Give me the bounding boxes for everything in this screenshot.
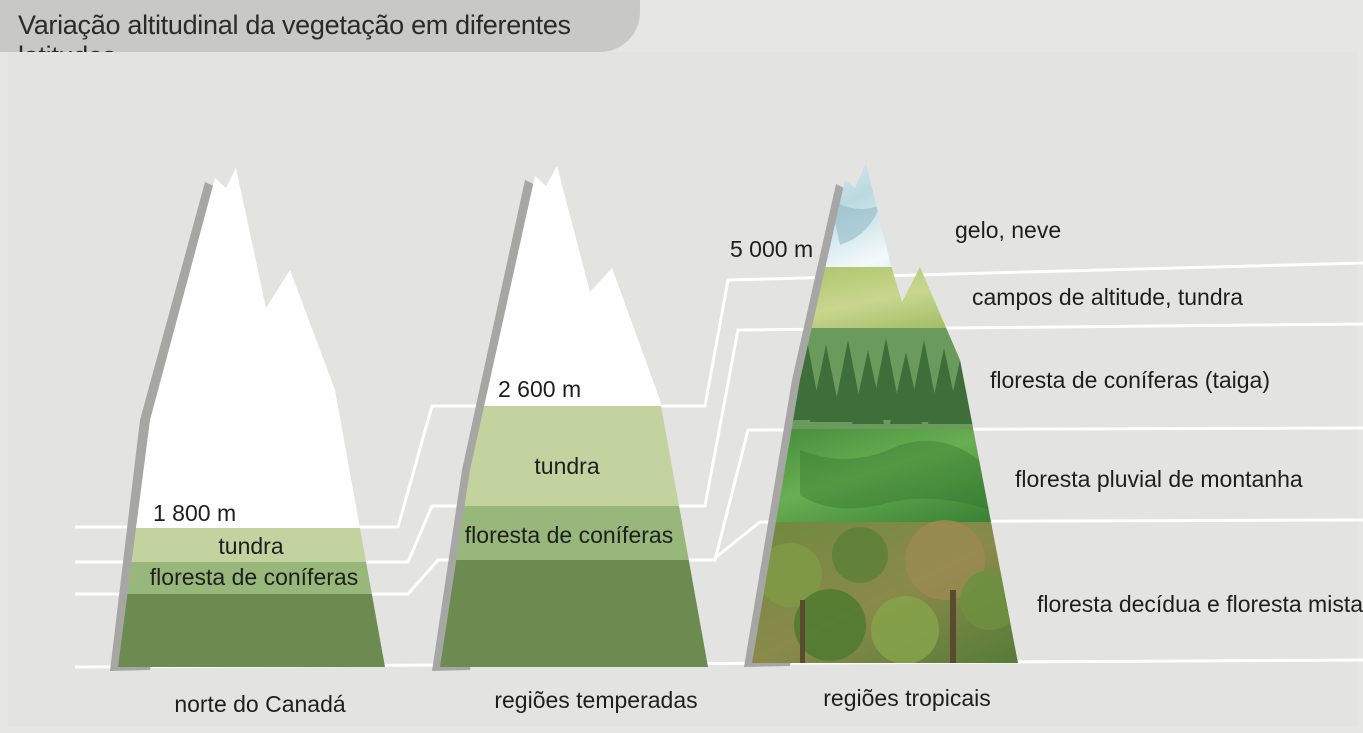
zone-label-montane-rainforest: floresta pluvial de montanha: [1015, 466, 1303, 492]
zone-label-ice-snow: gelo, neve: [955, 217, 1061, 243]
mountain-north-canada: [110, 168, 385, 671]
diagram-title: Variação altitudinal da vegetação em dif…: [18, 10, 571, 71]
mountain-caption-tropical: regiões tropicais: [823, 685, 990, 711]
zone-label-tundra-temperate: tundra: [534, 453, 599, 479]
zone-conifer: [118, 562, 385, 594]
zone-snow: [440, 166, 708, 406]
title-tab: Variação altitudinal da vegetação em dif…: [0, 0, 640, 71]
zone-label-alpine-tundra: campos de altitude, tundra: [972, 284, 1243, 310]
zone-snow: [118, 168, 385, 528]
line-rainforest-base: [714, 518, 1363, 560]
zone-forest: [440, 560, 708, 667]
deciduous-canopy: [758, 520, 1018, 663]
zone-conifer: [440, 506, 708, 560]
zone-tundra: [118, 528, 385, 562]
altitude-label-temperate: 2 600 m: [498, 376, 581, 402]
rainforest-texture: [800, 440, 990, 510]
zone-label-conifer-temperate: floresta de coníferas: [465, 522, 673, 548]
zone-label-tundra-north-canada: tundra: [218, 533, 283, 559]
zone-label-taiga: floresta de coníferas (taiga): [990, 367, 1270, 393]
ice-streak: [830, 200, 880, 245]
mountain-caption-temperate: regiões temperadas: [494, 687, 697, 713]
zone-label-conifer-north-canada: floresta de coníferas: [150, 564, 358, 590]
altitude-label-north-canada: 1 800 m: [153, 500, 236, 526]
altitude-label-tropical: 5 000 m: [730, 236, 813, 262]
zone-forest: [118, 594, 385, 667]
labels: 1 800 m tundra floresta de coníferas 2 6…: [150, 217, 1363, 717]
zone-tundra: [440, 406, 708, 506]
mountain-caption-north-canada: norte do Canadá: [174, 691, 346, 717]
zone-label-deciduous-mixed: floresta decídua e floresta mista: [1037, 591, 1363, 617]
mountain-temperate: [432, 166, 708, 671]
taiga-trees: [790, 335, 976, 424]
zone-montane-rainforest: [752, 429, 1018, 522]
